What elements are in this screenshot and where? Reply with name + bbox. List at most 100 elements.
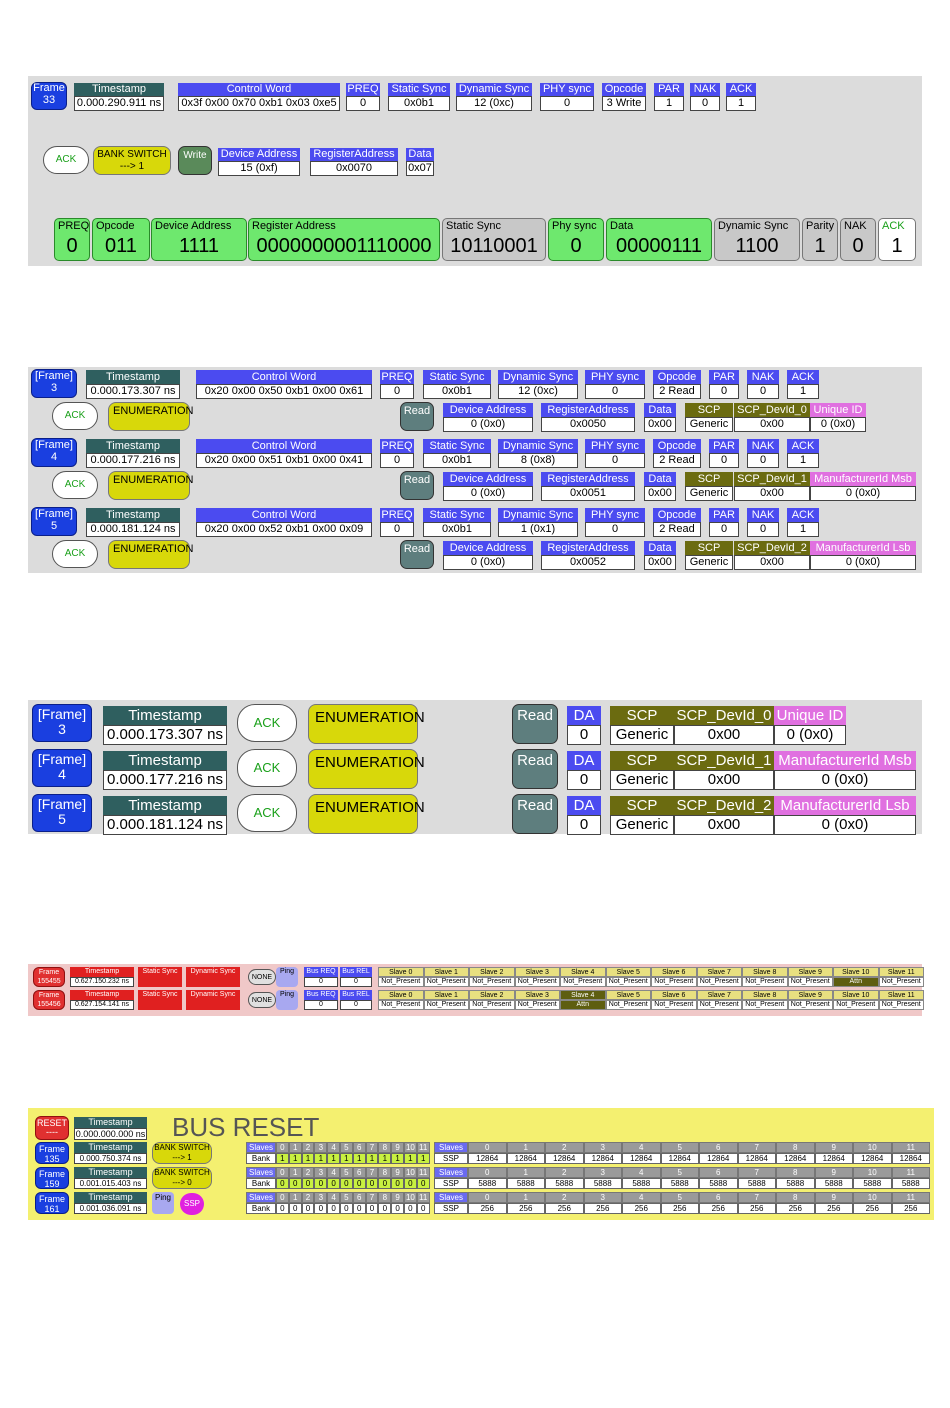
read-button[interactable]: Read bbox=[512, 704, 558, 744]
bank-label: Bank bbox=[246, 1178, 276, 1189]
frame-label: Frame bbox=[38, 992, 60, 999]
slave-index: 7 bbox=[365, 1167, 379, 1178]
slave-header: Slave 0 bbox=[378, 990, 424, 1000]
field-header-5: PAR bbox=[654, 83, 684, 96]
none-badge[interactable]: NONE bbox=[248, 969, 276, 985]
dynamic-header: Dynamic Sync bbox=[498, 439, 578, 453]
slave-index: 0 bbox=[276, 1192, 289, 1203]
slave-status: Not_Present bbox=[878, 977, 924, 987]
ack-button[interactable]: ACK bbox=[237, 704, 297, 742]
enumeration-button[interactable]: ENUMERATION bbox=[108, 402, 193, 431]
ssp-value: 256 bbox=[468, 1203, 507, 1214]
ack-button[interactable]: ACK bbox=[43, 146, 89, 174]
write-button[interactable]: Write bbox=[178, 146, 212, 175]
bank-value: 0 bbox=[352, 1178, 366, 1189]
enumeration-button[interactable]: ENUMERATION bbox=[308, 794, 425, 834]
register-address-value: 0x0070 bbox=[310, 161, 398, 176]
read-button[interactable]: Read bbox=[400, 471, 434, 500]
field-value-7: 1 bbox=[726, 96, 756, 111]
read-button[interactable]: Read bbox=[512, 749, 558, 789]
timestamp-header: Timestamp bbox=[70, 967, 134, 977]
ssp-index: 2 bbox=[545, 1142, 584, 1153]
read-button[interactable]: Read bbox=[400, 402, 434, 431]
ack-button[interactable]: ACK bbox=[237, 794, 297, 832]
bank-switch-button[interactable]: BANK SWITCH ---> 1 bbox=[93, 146, 171, 175]
enumeration-button[interactable]: ENUMERATION bbox=[108, 471, 193, 500]
frame-badge[interactable]: [Frame]3 bbox=[32, 704, 92, 742]
ssp-index: 4 bbox=[622, 1167, 661, 1178]
slave-status: Attn bbox=[833, 977, 879, 987]
bus-rel-header: Bus REL bbox=[340, 967, 372, 977]
slave-index: 6 bbox=[352, 1142, 366, 1153]
ssp-index: 5 bbox=[660, 1192, 699, 1203]
bit-field-value: 1 bbox=[891, 235, 903, 257]
par-header: PAR bbox=[709, 370, 739, 384]
ssp-index: 8 bbox=[776, 1192, 815, 1203]
devid-value: 0x00 bbox=[674, 815, 774, 835]
timestamp-value: 0.000.177.216 ns bbox=[86, 453, 180, 468]
enumeration-button[interactable]: ENUMERATION bbox=[108, 540, 193, 569]
slave-status: Not_Present bbox=[469, 1000, 515, 1010]
data-header: Data bbox=[644, 403, 676, 417]
bit-field-label: NAK bbox=[844, 220, 867, 232]
ssp-index: 4 bbox=[622, 1142, 661, 1153]
frame-badge[interactable]: [Frame]4 bbox=[32, 749, 92, 787]
static-sync-header: Static Sync bbox=[138, 967, 182, 987]
bank-switch-button[interactable]: BANK SWITCH---> 0 bbox=[152, 1167, 212, 1189]
scp-header: SCP bbox=[685, 403, 733, 417]
preq-header: PREQ bbox=[380, 439, 414, 453]
frame-badge[interactable]: [Frame]5 bbox=[31, 507, 77, 536]
none-badge[interactable]: NONE bbox=[248, 992, 276, 1008]
enumeration-button[interactable]: ENUMERATION bbox=[308, 749, 425, 789]
read-button[interactable]: Read bbox=[400, 540, 434, 569]
dev-value: 0 (0x0) bbox=[443, 486, 533, 501]
ack-button[interactable]: ACK bbox=[52, 540, 98, 568]
reset-frame-badge[interactable]: RESET ---- bbox=[35, 1116, 69, 1140]
ping-badge[interactable]: Ping bbox=[152, 1192, 174, 1214]
slave-header: Slave 6 bbox=[651, 990, 697, 1000]
frame-number: 33 bbox=[42, 93, 56, 106]
slave-index: 6 bbox=[352, 1192, 366, 1203]
devid-header: SCP_DevId_1 bbox=[734, 472, 810, 486]
enumeration-button[interactable]: ENUMERATION bbox=[308, 704, 425, 744]
extra-value: 0 (0x0) bbox=[810, 555, 916, 570]
ssp-index: 7 bbox=[737, 1142, 776, 1153]
ping-badge[interactable]: Ping bbox=[276, 990, 298, 1010]
bit-field-value: 0000000001110000 bbox=[256, 235, 432, 257]
scp-value: Generic bbox=[685, 486, 733, 501]
timestamp-header: Timestamp bbox=[103, 706, 227, 725]
ack-button[interactable]: ACK bbox=[237, 749, 297, 787]
ping-badge[interactable]: Ping bbox=[276, 967, 298, 987]
frame-badge[interactable]: Frame 33 bbox=[31, 82, 67, 110]
ssp-value: 256 bbox=[660, 1203, 699, 1214]
slave-index: 10 bbox=[404, 1192, 417, 1203]
ssp-value: 5888 bbox=[506, 1178, 545, 1189]
slave-status: Not_Present bbox=[878, 1000, 924, 1010]
preq-value: 0 bbox=[380, 453, 414, 468]
frame-badge[interactable]: [Frame]3 bbox=[31, 369, 77, 398]
bank-value: 0 bbox=[416, 1203, 430, 1214]
slave-header: Slave 11 bbox=[878, 990, 924, 1000]
slave-header: Slave 4 bbox=[560, 967, 606, 977]
field-header-2: Dynamic Sync bbox=[456, 83, 532, 96]
slave-header: Slave 2 bbox=[469, 967, 515, 977]
slave-index: 2 bbox=[301, 1192, 315, 1203]
read-button[interactable]: Read bbox=[512, 794, 558, 834]
ack-button[interactable]: ACK bbox=[52, 402, 98, 430]
ack-button[interactable]: ACK bbox=[52, 471, 98, 499]
frame-badge[interactable]: [Frame]4 bbox=[31, 438, 77, 467]
frame-badge[interactable]: [Frame]5 bbox=[32, 794, 92, 832]
bus-req-value: 0 bbox=[304, 977, 338, 987]
bank-switch-button[interactable]: BANK SWITCH---> 1 bbox=[152, 1142, 212, 1164]
slave-index: 7 bbox=[365, 1192, 379, 1203]
reg-header: RegisterAddress bbox=[541, 472, 635, 486]
ssp-badge[interactable]: SSP bbox=[180, 1193, 204, 1215]
frame-label: Frame bbox=[38, 1194, 65, 1204]
